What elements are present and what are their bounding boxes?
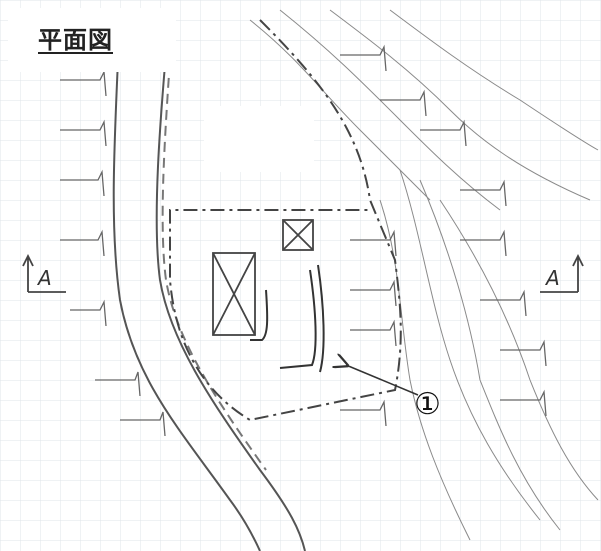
road — [112, 29, 306, 551]
arrow-up-icon — [22, 253, 66, 293]
section-marker-right: A — [546, 266, 560, 290]
slope-ticks — [60, 44, 547, 437]
site-boundary — [169, 19, 402, 422]
blank-area — [204, 106, 314, 172]
section-marker-left: A — [38, 266, 52, 290]
callout-number: ① — [414, 387, 441, 422]
leader-arrow-icon — [346, 365, 419, 396]
arrow-up-icon — [540, 253, 584, 293]
retaining-wall — [250, 264, 325, 373]
page-title: 平面図 — [38, 26, 113, 54]
pier-large — [212, 252, 256, 336]
title-box — [8, 8, 176, 72]
contour-lines — [249, 9, 599, 541]
pier-small — [282, 219, 314, 251]
